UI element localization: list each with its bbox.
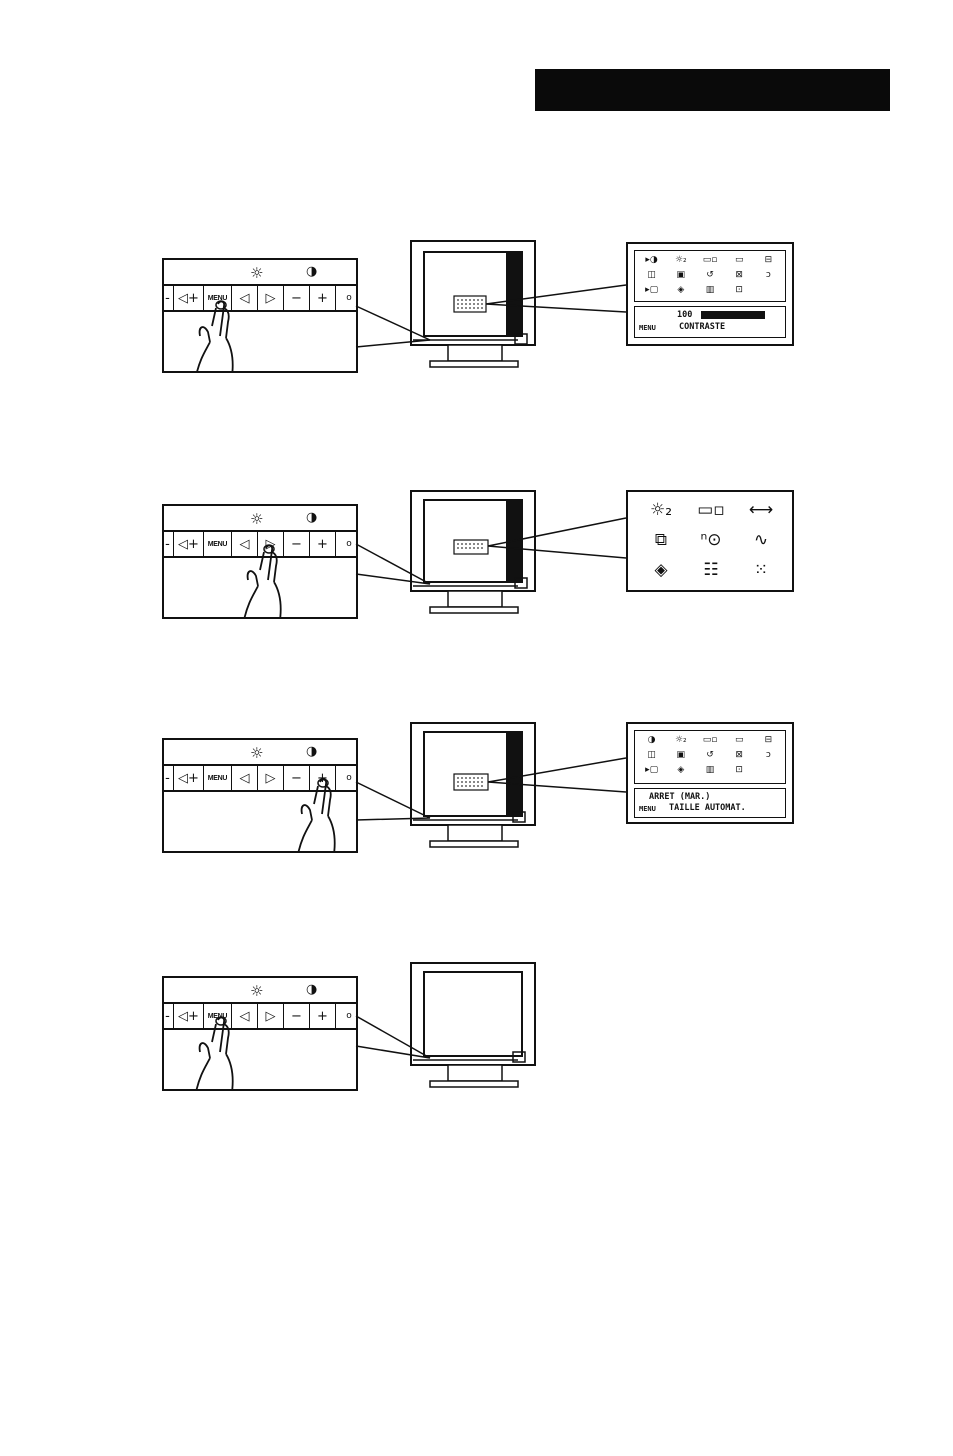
osd-status-box: ARRET (MAR.) MENU TAILLE AUTOMAT.: [634, 788, 786, 818]
osd-icon: ▥: [695, 284, 724, 296]
osd-icon: ⊡: [725, 284, 754, 296]
control-panel: ☼ ◑ - ◁+ MENU ◁ ▷ − + o: [162, 258, 358, 373]
osd-icon: ◑: [637, 734, 666, 746]
right-button[interactable]: ▷: [258, 766, 284, 790]
monitor: [410, 240, 536, 372]
brightness-icon: ☼: [250, 982, 263, 1000]
osd-icon: ▥: [695, 764, 724, 776]
volume-minus-button[interactable]: -: [162, 286, 174, 310]
osd-icon-grid: ◑ ☼₂ ▭▫ ▭ ⊟ ◫ ▣ ↺ ⊠ ↄ ▸▢ ◈ ▥ ⊡: [634, 730, 786, 784]
power-button[interactable]: o: [336, 1004, 358, 1028]
osd-icon: ↺: [695, 749, 724, 761]
osd-icon: ◫: [637, 269, 666, 281]
osd-icon: ⊠: [725, 269, 754, 281]
monitor: [410, 490, 536, 618]
volume-minus-button[interactable]: -: [162, 532, 174, 556]
osd-menu-tag: MENU: [639, 323, 656, 334]
osd-label: TAILLE AUTOMAT.: [669, 803, 746, 814]
osd-icon-grid: ▸◑ ☼₂ ▭▫ ▭ ⊟ ◫ ▣ ↺ ⊠ ↄ ▸▢ ◈ ▥ ⊡: [634, 250, 786, 302]
monitor: [410, 722, 536, 852]
osd-menu-tag: MENU: [639, 804, 656, 815]
osd-icon: ⟷: [736, 498, 786, 522]
osd-icon: ▭▫: [695, 254, 724, 266]
control-panel: ☼ ◑ - ◁+ MENU ◁ ▷ − + o: [162, 504, 358, 619]
osd-icon: ↄ: [754, 749, 783, 761]
osd-icon: ▣: [666, 749, 695, 761]
osd-icon: ☷: [686, 558, 736, 582]
osd-icon-menu: ☼₂ ▭▫ ⟷ ⧉ ⁿ⊙ ∿ ◈ ☷ ⁙: [626, 490, 794, 592]
osd-icon: ⊡: [725, 764, 754, 776]
monitor: [410, 962, 536, 1092]
step-1: ☼ ◑ - ◁+ MENU ◁ ▷ − + o: [0, 240, 953, 390]
minus-button[interactable]: −: [284, 1004, 310, 1028]
osd-icon: ▸◑: [637, 254, 666, 266]
osd-icon: ▭▫: [686, 498, 736, 522]
osd-menu: ▸◑ ☼₂ ▭▫ ▭ ⊟ ◫ ▣ ↺ ⊠ ↄ ▸▢ ◈ ▥ ⊡ 100 MENU…: [626, 242, 794, 346]
minus-button[interactable]: −: [284, 286, 310, 310]
osd-icon: ⊠: [725, 749, 754, 761]
header-bar: [535, 69, 890, 111]
osd-icon: ▭: [725, 254, 754, 266]
contrast-icon: ◑: [306, 510, 317, 525]
hand-icon: [282, 774, 352, 853]
osd-icon: ▭▫: [695, 734, 724, 746]
step-2: ☼ ◑ - ◁+ MENU ◁ ▷ − + o: [0, 488, 953, 638]
osd-icon: ▸▢: [637, 764, 666, 776]
volume-plus-button[interactable]: ◁+: [174, 532, 204, 556]
osd-icon: ⧉: [636, 528, 686, 552]
step-3: ☼ ◑ - ◁+ MENU ◁ ▷ − + o: [0, 720, 953, 870]
osd-value: 100: [677, 310, 692, 321]
osd-icon: [754, 284, 783, 296]
osd-value: ARRET (MAR.): [649, 792, 710, 803]
osd-icon: ◈: [666, 764, 695, 776]
power-button[interactable]: o: [336, 532, 358, 556]
contrast-icon: ◑: [306, 982, 317, 997]
osd-level-bar: [701, 311, 765, 319]
osd-icon: ◫: [637, 749, 666, 761]
osd-icon: ☼₂: [636, 498, 686, 522]
osd-icon: ⁙: [736, 558, 786, 582]
plus-button[interactable]: +: [310, 1004, 336, 1028]
contrast-icon: ◑: [306, 744, 317, 759]
brightness-icon: ☼: [250, 510, 263, 528]
osd-icon: ∿: [736, 528, 786, 552]
control-panel: ☼ ◑ - ◁+ MENU ◁ ▷ − + o: [162, 976, 358, 1091]
menu-button[interactable]: MENU: [204, 766, 232, 790]
osd-icon: ⊟: [754, 734, 783, 746]
osd-icon: ◈: [636, 558, 686, 582]
volume-plus-button[interactable]: ◁+: [174, 766, 204, 790]
hand-icon: [228, 540, 298, 619]
osd-icon: ☼₂: [666, 734, 695, 746]
osd-status-box: 100 MENU CONTRASTE: [634, 306, 786, 338]
osd-icon: ↺: [695, 269, 724, 281]
hand-icon: [180, 1012, 250, 1091]
osd-icon: ▣: [666, 269, 695, 281]
power-button[interactable]: o: [336, 286, 358, 310]
plus-button[interactable]: +: [310, 532, 336, 556]
osd-label: CONTRASTE: [679, 322, 725, 333]
osd-icon: ▭: [725, 734, 754, 746]
step-4: ☼ ◑ - ◁+ MENU ◁ ▷ − + o: [0, 960, 953, 1110]
osd-icon: [754, 764, 783, 776]
brightness-icon: ☼: [250, 744, 263, 762]
brightness-icon: ☼: [250, 264, 263, 282]
osd-icon: ⊟: [754, 254, 783, 266]
osd-icon: ↄ: [754, 269, 783, 281]
plus-button[interactable]: +: [310, 286, 336, 310]
osd-icon: ⁿ⊙: [686, 528, 736, 552]
volume-minus-button[interactable]: -: [162, 1004, 174, 1028]
volume-minus-button[interactable]: -: [162, 766, 174, 790]
osd-icon: ◈: [666, 284, 695, 296]
left-button[interactable]: ◁: [232, 766, 258, 790]
right-button[interactable]: ▷: [258, 1004, 284, 1028]
right-button[interactable]: ▷: [258, 286, 284, 310]
osd-menu: ◑ ☼₂ ▭▫ ▭ ⊟ ◫ ▣ ↺ ⊠ ↄ ▸▢ ◈ ▥ ⊡ ARRET (MA…: [626, 722, 794, 824]
osd-icon: ▸▢: [637, 284, 666, 296]
control-panel: ☼ ◑ - ◁+ MENU ◁ ▷ − + o: [162, 738, 358, 853]
hand-icon: [180, 296, 250, 373]
osd-icon: ☼₂: [666, 254, 695, 266]
contrast-icon: ◑: [306, 264, 317, 279]
